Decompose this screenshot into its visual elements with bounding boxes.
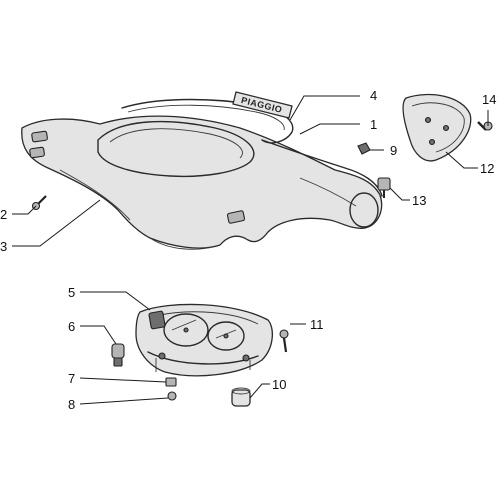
callout-3: 3 bbox=[0, 239, 7, 254]
callout-4: 4 bbox=[370, 88, 377, 103]
instrument-opening bbox=[97, 120, 255, 178]
part-13-bushing bbox=[377, 177, 391, 198]
right-switch-opening bbox=[226, 210, 246, 224]
left-switch-opening-lower bbox=[29, 146, 45, 159]
callout-2: 2 bbox=[0, 207, 7, 222]
part-6-bulb bbox=[111, 343, 125, 367]
instrument-panel bbox=[135, 303, 273, 377]
front-handlebar-cover bbox=[21, 115, 383, 249]
piaggio-badge: PIAGGIO bbox=[232, 91, 293, 119]
callout-5: 5 bbox=[68, 285, 75, 300]
callout-9: 9 bbox=[390, 143, 397, 158]
callout-13: 13 bbox=[412, 193, 426, 208]
handlebar-cover-assembly bbox=[21, 98, 383, 250]
callout-numbers: 4 1 9 14 12 13 2 3 5 6 7 8 11 10 bbox=[0, 88, 496, 412]
part-12-plate bbox=[402, 93, 472, 162]
part-14-screw bbox=[477, 121, 493, 131]
part-10-cap bbox=[231, 387, 251, 407]
callout-1: 1 bbox=[370, 117, 377, 132]
callout-14: 14 bbox=[482, 92, 496, 107]
leader-lines bbox=[12, 95, 489, 405]
callout-6: 6 bbox=[68, 319, 75, 334]
part-7-nut bbox=[165, 377, 177, 387]
part-8-screw bbox=[167, 391, 177, 401]
callout-12: 12 bbox=[480, 161, 494, 176]
part-11-screw bbox=[279, 329, 289, 353]
callout-11: 11 bbox=[310, 317, 324, 332]
part-9-clip bbox=[357, 142, 371, 155]
left-switch-opening-upper bbox=[31, 130, 48, 143]
fuel-gauge-face bbox=[207, 321, 245, 351]
callout-8: 8 bbox=[68, 397, 75, 412]
callout-7: 7 bbox=[68, 371, 75, 386]
speedometer-face bbox=[163, 313, 209, 347]
right-grip-opening bbox=[349, 192, 379, 228]
callout-10: 10 bbox=[272, 377, 286, 392]
